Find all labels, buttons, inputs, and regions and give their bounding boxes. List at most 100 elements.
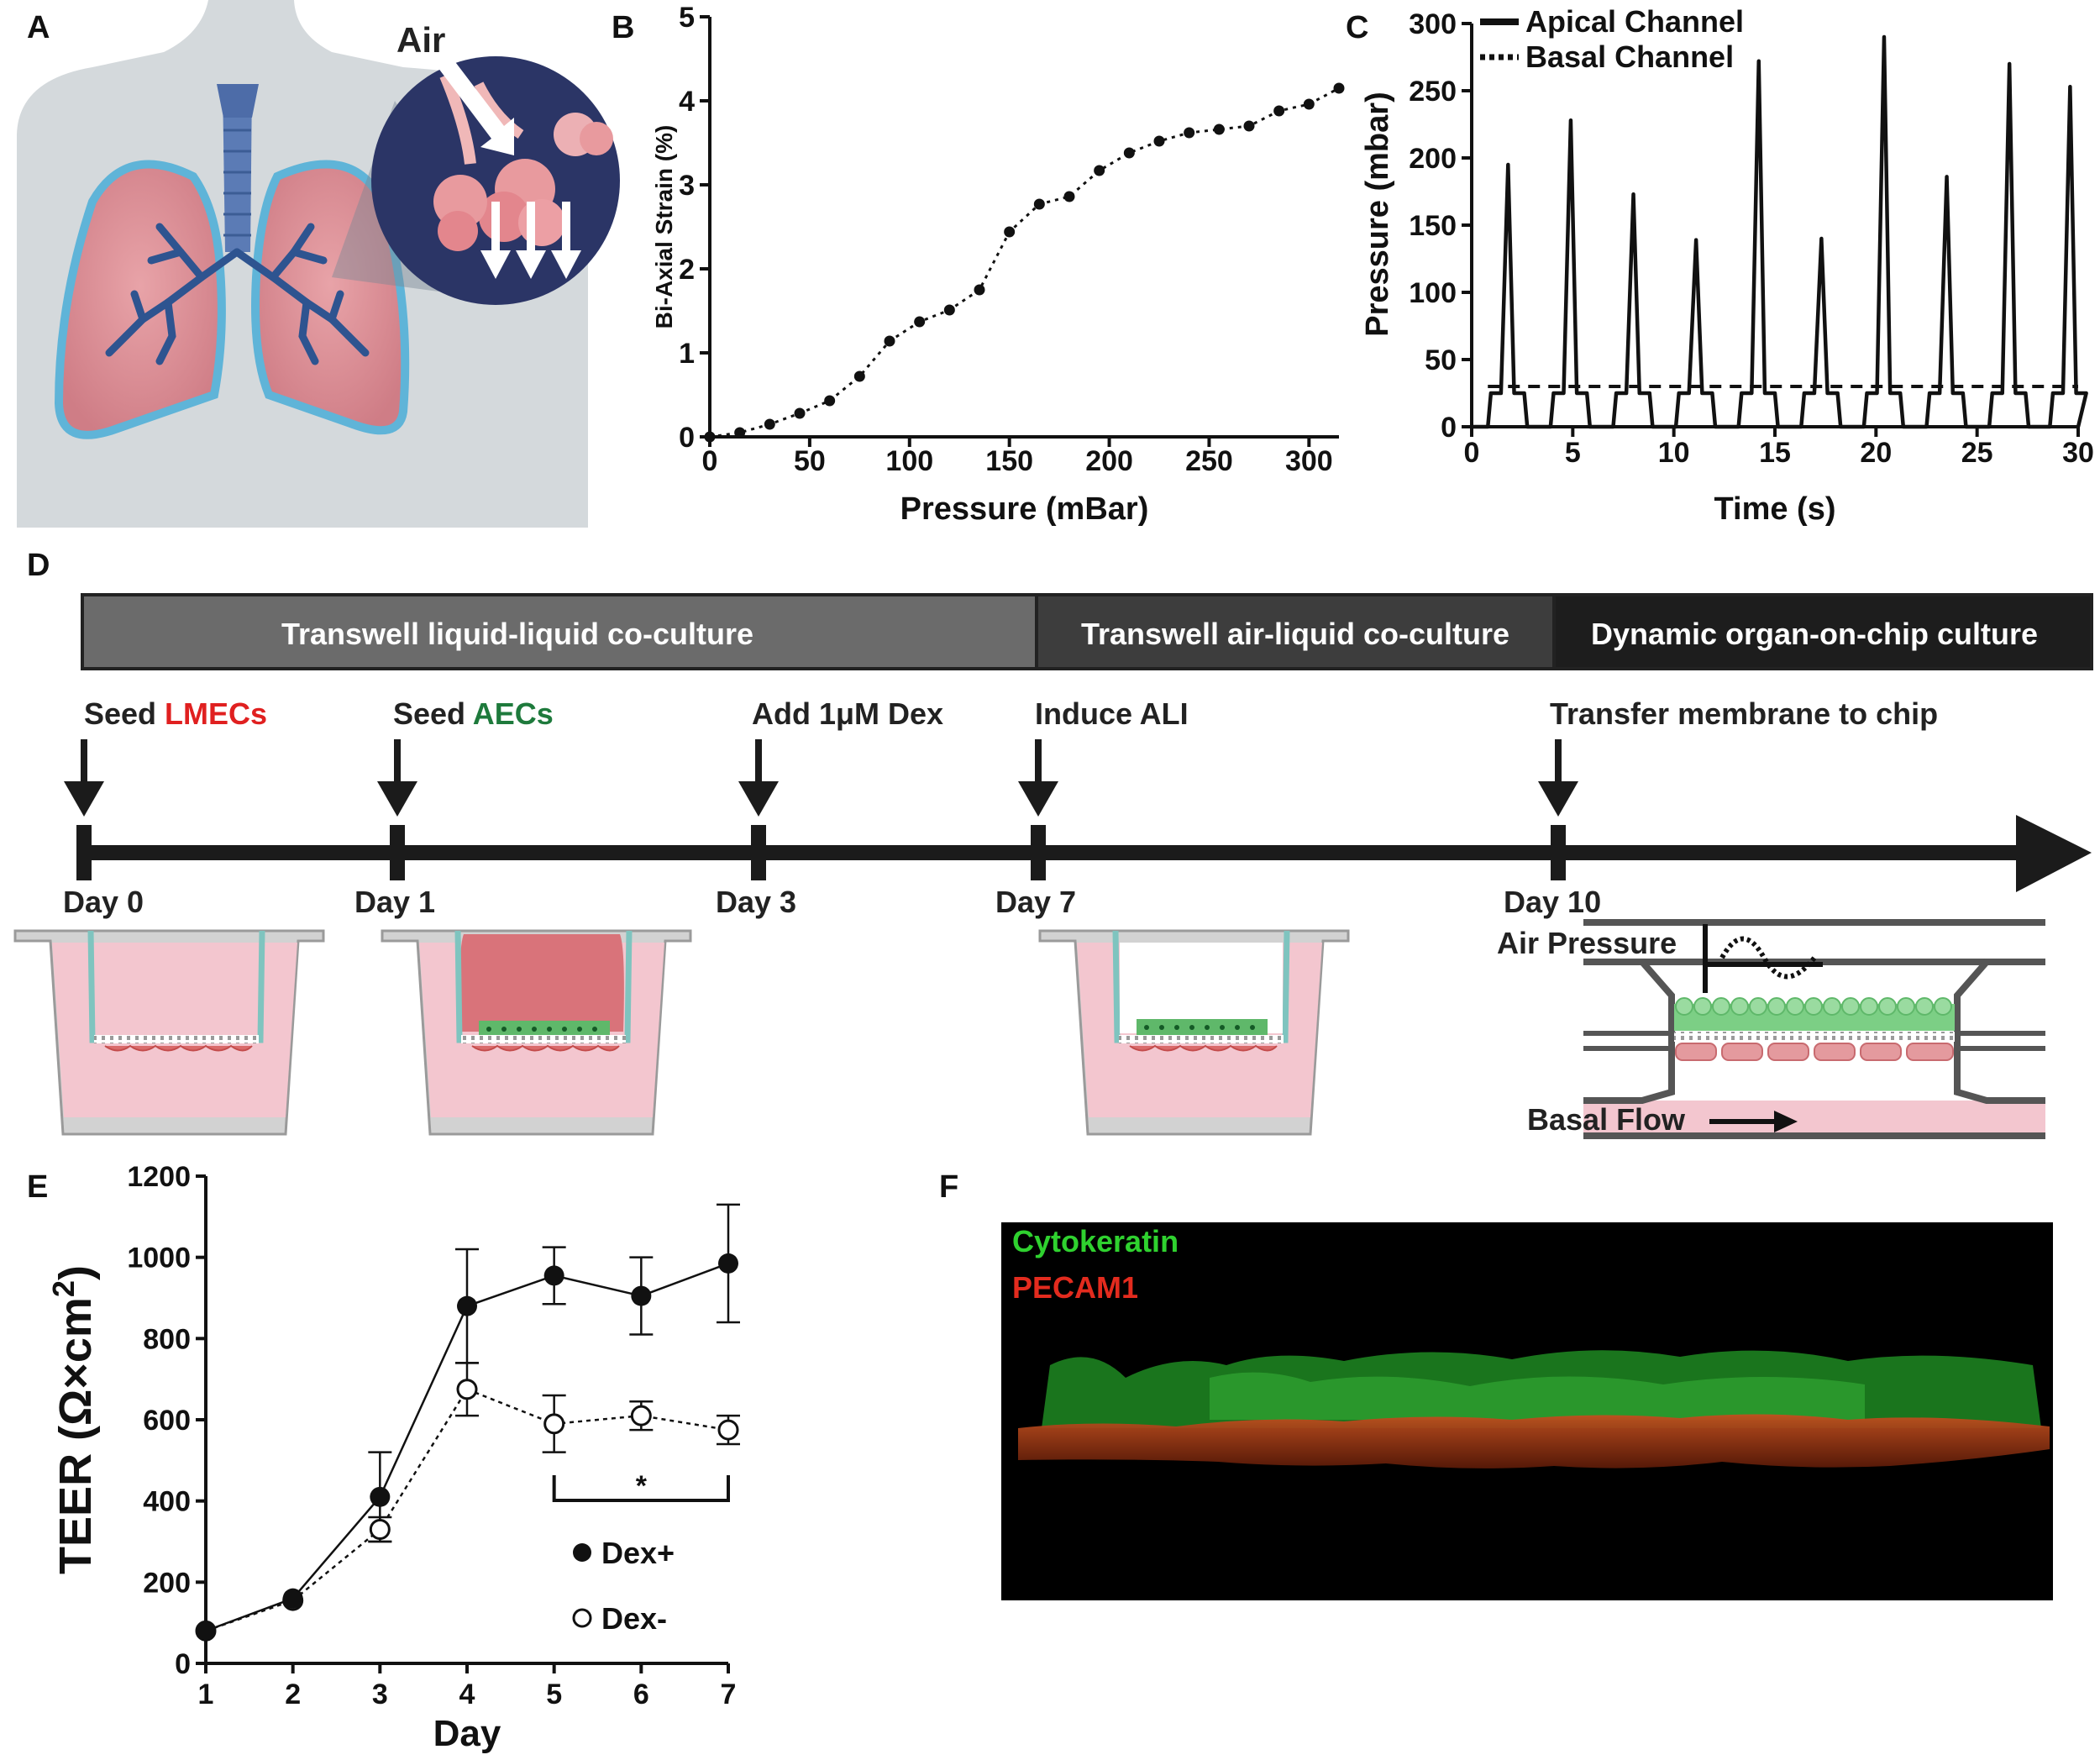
strain-point: [1184, 127, 1195, 139]
bronchial-tree: [105, 223, 370, 365]
cytokeratin-label: Cytokeratin: [1012, 1224, 1179, 1258]
teer-y-tick-label: 600: [143, 1405, 191, 1437]
dex-plus-point: [370, 1486, 391, 1507]
event-label-day7: Induce ALI: [1035, 696, 1189, 731]
dex-minus-point: [456, 1379, 478, 1400]
legend-basal-label: Basal Channel: [1525, 39, 1734, 74]
strain-y-tick-label: 3: [679, 170, 695, 202]
event-arrows: [64, 739, 1578, 817]
strain-point: [1333, 82, 1345, 94]
strain-point: [884, 335, 895, 347]
dex-plus-point: [196, 1621, 216, 1642]
legend-dex-minus-label: Dex-: [601, 1601, 667, 1636]
phase-bar-air-liquid: [1035, 593, 1556, 670]
pressure-x-tick-label: 20: [1860, 437, 1892, 469]
panel-label-f: F: [939, 1169, 958, 1205]
trachea: [223, 84, 252, 252]
day-label-3: Day 3: [716, 885, 796, 919]
timeline-ticks: [76, 825, 1566, 880]
pressure-x-tick-label: 0: [1464, 437, 1480, 469]
legend-dex-minus-marker: [572, 1608, 592, 1628]
pressure-x-tick-label: 30: [2062, 437, 2094, 469]
teer-y-title: TEER (Ω×cm2): [46, 1265, 101, 1574]
event-label-day10: Transfer membrane to chip: [1550, 696, 1938, 731]
strain-point: [1094, 165, 1105, 176]
strain-x-tick-label: 0: [702, 445, 718, 477]
pecam1-layer: [1018, 1414, 2050, 1468]
pressure-y-tick-label: 50: [1425, 344, 1457, 376]
strain-y-tick-label: 1: [679, 338, 695, 370]
pressure-y-tick-label: 0: [1441, 412, 1457, 444]
strain-x-tick-label: 150: [985, 445, 1033, 477]
dex-minus-point: [630, 1405, 652, 1426]
strain-y-title: Bi-Axial Strain (%): [651, 125, 677, 329]
panel-label-d: D: [27, 548, 50, 583]
pressure-x-tick-label: 25: [1961, 437, 1993, 469]
panel-a: A: [17, 0, 620, 528]
pressure-x-tick-label: 10: [1658, 437, 1690, 469]
strain-x-tick-label: 100: [885, 445, 933, 477]
legend-dex-plus-marker: [573, 1543, 591, 1562]
pressure-x-tick-label: 5: [1565, 437, 1581, 469]
strain-point: [1243, 120, 1255, 132]
dex-minus-point: [543, 1413, 565, 1435]
organ-on-chip-diagram: [1583, 919, 2045, 1139]
dex-plus-point: [282, 1588, 303, 1609]
strain-point: [1273, 105, 1285, 117]
phase-bar-liquid-liquid: [81, 593, 1038, 670]
panel-label-a: A: [27, 10, 50, 45]
transwell-day7: [1038, 929, 1350, 1136]
teer-y-tick-label: 1200: [127, 1161, 191, 1193]
dex-minus-point: [717, 1419, 739, 1441]
panel-d: D Transwell liquid-liquid co-culture Tra…: [13, 548, 2093, 1139]
teer-x-tick-label: 5: [546, 1679, 562, 1710]
strain-point: [1303, 98, 1315, 110]
pressure-y-tick-label: 100: [1409, 277, 1457, 309]
pressure-y-tick-label: 150: [1409, 210, 1457, 242]
significance-star: *: [636, 1470, 648, 1502]
teer-x-tick-label: 3: [372, 1679, 388, 1710]
timeline-axis: [77, 845, 2034, 860]
strain-x-tick-label: 50: [794, 445, 826, 477]
teer-x-title: Day: [433, 1713, 501, 1754]
strain-point: [1063, 191, 1075, 202]
panel-label-b: B: [612, 10, 634, 45]
pecam1-label: PECAM1: [1012, 1270, 1138, 1305]
apical-channel-trace: [1472, 34, 2088, 429]
day-label-10: Day 10: [1504, 885, 1601, 919]
event-label-day3: Add 1μM Dex: [752, 696, 943, 731]
strain-point: [764, 418, 775, 430]
event-label-day1: Seed AECs: [393, 696, 554, 731]
strain-point: [1153, 135, 1165, 147]
dex-minus-point: [369, 1519, 391, 1540]
cytokeratin-highlight: [1210, 1372, 1865, 1420]
day-label-0: Day 0: [63, 885, 144, 919]
strain-point: [1004, 226, 1016, 238]
dex-plus-point: [631, 1285, 652, 1306]
strain-y-tick-label: 2: [679, 254, 695, 286]
timeline-arrowhead: [2016, 815, 2092, 892]
teer-x-tick-label: 4: [459, 1679, 475, 1710]
pressure-x-tick-label: 15: [1759, 437, 1791, 469]
strain-point: [974, 284, 985, 296]
teer-y-tick-label: 200: [143, 1567, 191, 1599]
strain-curve: [709, 87, 1340, 439]
strain-x-title: Pressure (mBar): [900, 491, 1149, 527]
pressure-y-title: Pressure (mbar): [1360, 92, 1395, 336]
teer-x-tick-label: 1: [198, 1679, 214, 1710]
event-label-day0: Seed LMECs: [84, 696, 267, 731]
strain-y-tick-label: 4: [679, 86, 695, 118]
strain-point: [853, 370, 865, 382]
transwell-day1: [381, 929, 692, 1136]
teer-x-tick-label: 2: [285, 1679, 301, 1710]
panel-label-c: C: [1346, 10, 1368, 45]
transwell-day0: [13, 929, 325, 1136]
teer-y-tick-label: 800: [143, 1323, 191, 1355]
teer-y-tick-label: 0: [175, 1648, 191, 1680]
panel-label-e: E: [27, 1169, 48, 1205]
day-label-1: Day 1: [354, 885, 435, 919]
